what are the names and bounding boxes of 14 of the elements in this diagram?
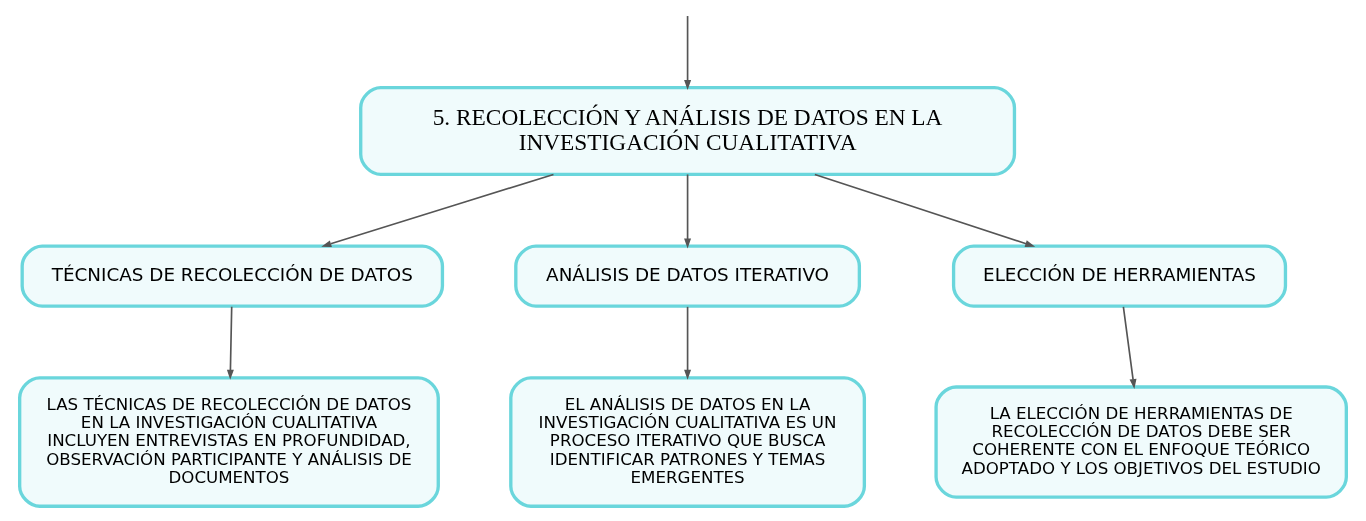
node-box: 5. RECOLECCIÓN Y ANÁLISIS DE DATOS EN LA INVESTIGACIÓN CUALITATIVA bbox=[359, 86, 1017, 177]
node-box: ANÁLISIS DE DATOS ITERATIVO bbox=[514, 244, 862, 308]
arrow bbox=[684, 173, 692, 249]
node-box: LAS TÉCNICAS DE RECOLECCIÓN DE DATOS EN LA INVESTIGACIÓN CUALITATIVA INCLUYEN ENTREVISTAS EN PROFUNDIDAD, OBSERVACIÓN PARTICIPANTE Y ANÁLISIS DE DOCUMENTOS bbox=[18, 376, 440, 508]
arrow bbox=[684, 15, 692, 91]
node-box: EL ANÁLISIS DE DATOS EN LA INVESTIGACIÓN CUALITATIVA ES UN PROCESO ITERATIVO QUE BUSCA IDENTIFICAR PATRONES Y TEMAS EMERGENTES bbox=[509, 376, 867, 508]
node-box: ELECCIÓN DE HERRAMIENTAS bbox=[951, 244, 1288, 308]
arrow bbox=[226, 306, 234, 380]
node-box: TÉCNICAS DE RECOLECCIÓN DE DATOS bbox=[20, 244, 445, 308]
arrow bbox=[684, 306, 692, 380]
arrow bbox=[1122, 306, 1137, 390]
arrow bbox=[321, 173, 555, 248]
arrow bbox=[814, 173, 1036, 247]
node-box: LA ELECCIÓN DE HERRAMIENTAS DE RECOLECCIÓN DE DATOS DEBE SER COHERENTE CON EL ENFOQUE TEÓRICO ADOPTADO Y LOS OBJETIVOS DEL ESTUDIO bbox=[934, 385, 1348, 499]
